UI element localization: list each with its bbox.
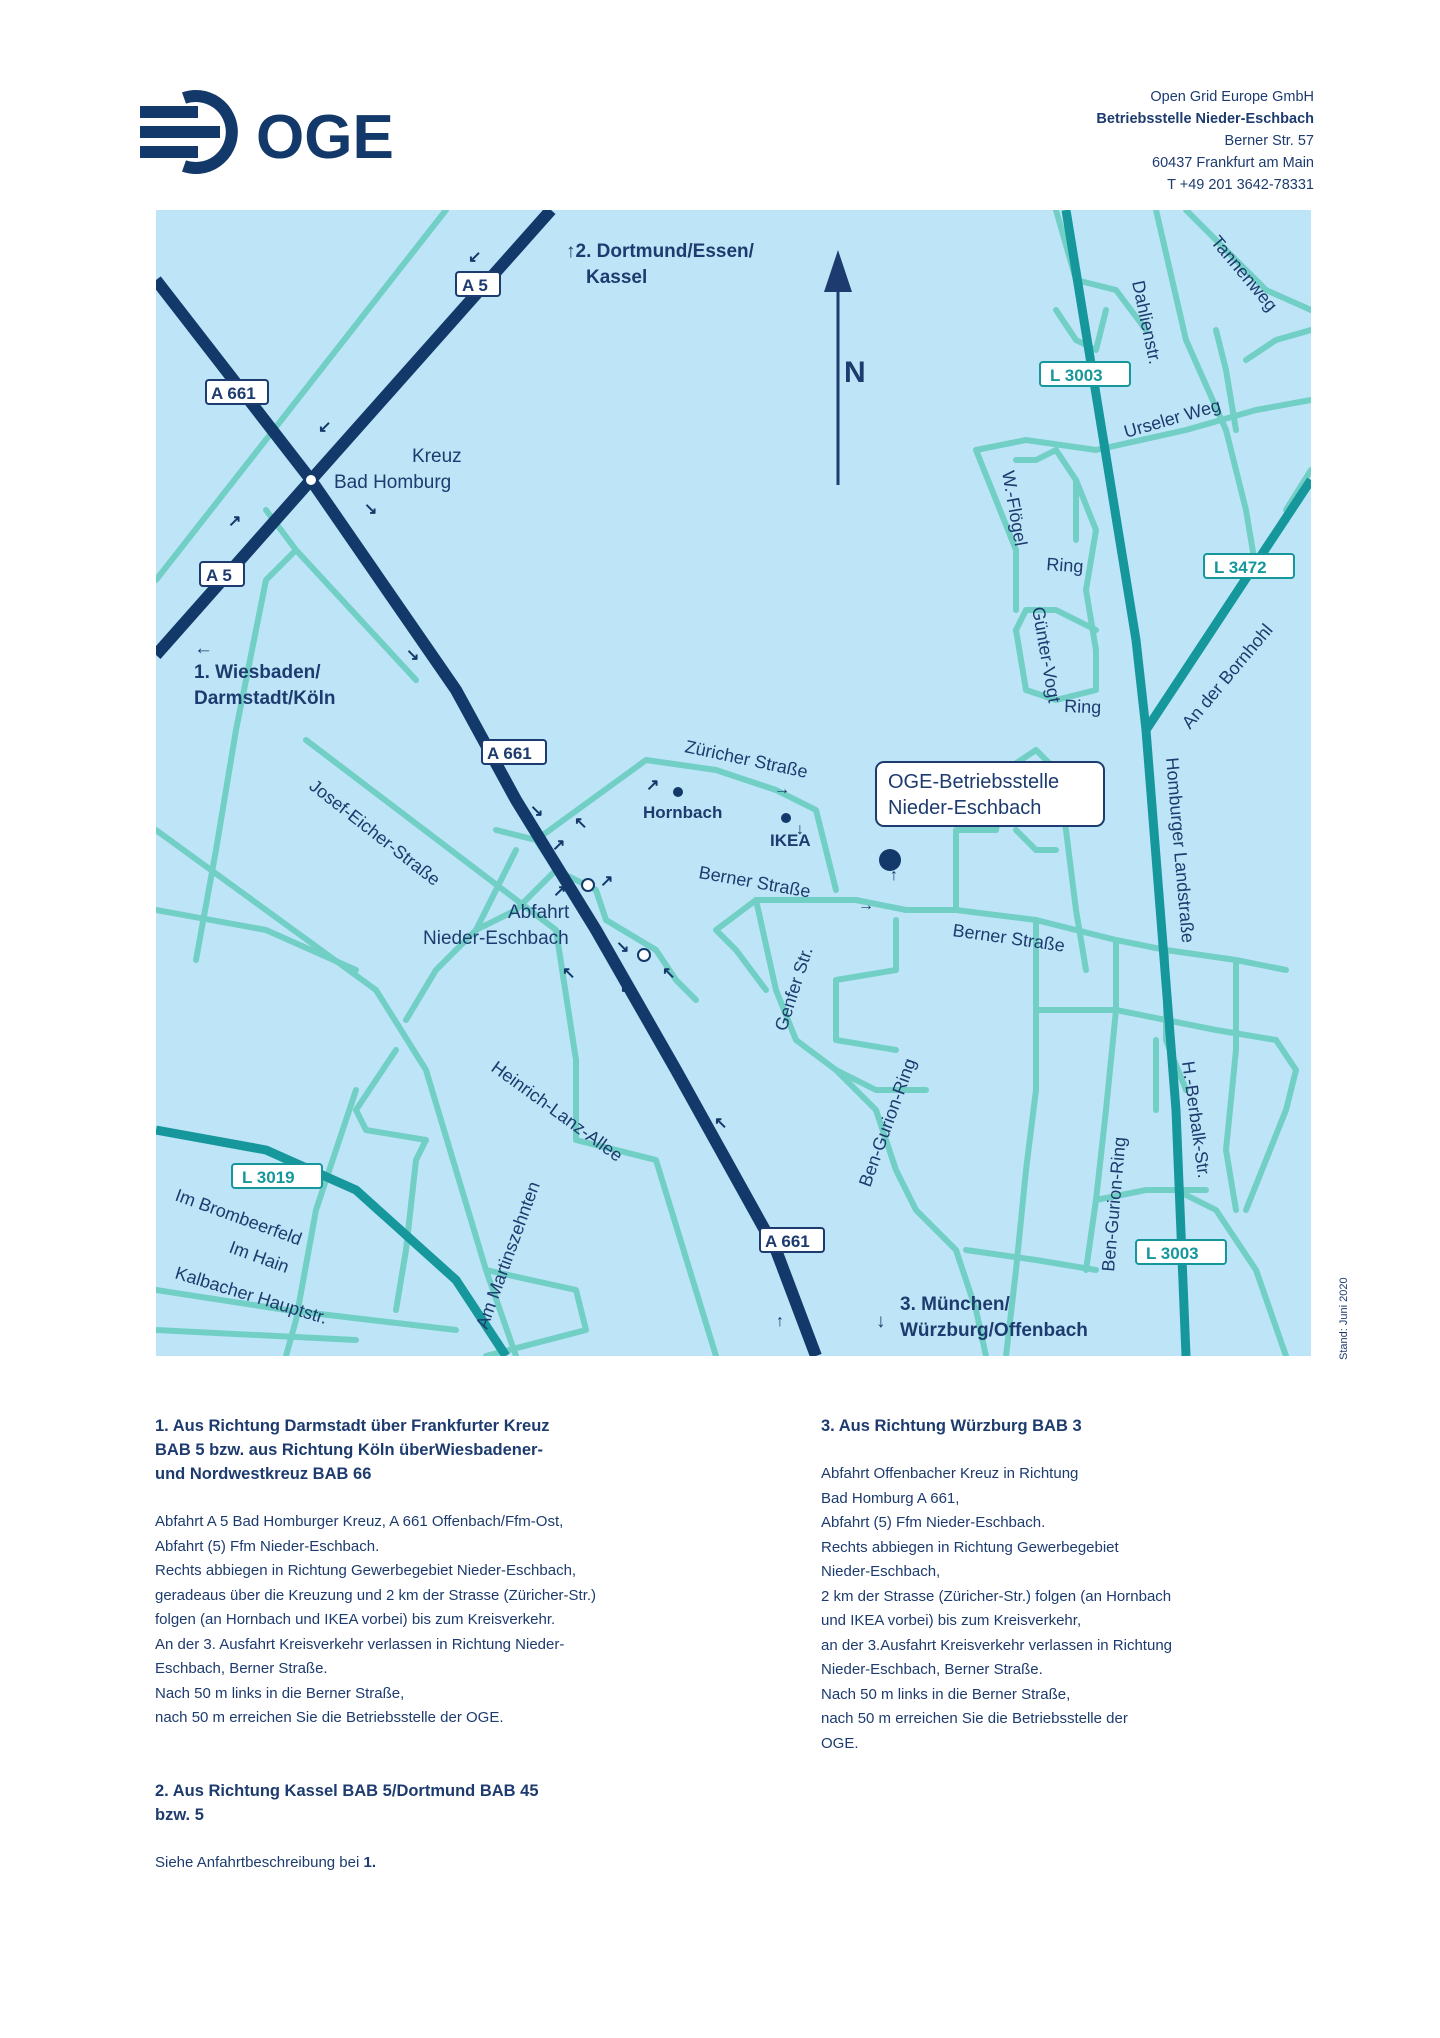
svg-text:↘: ↘ <box>530 803 543 820</box>
logo-symbol-icon <box>140 90 238 174</box>
state-road-label-l3472: L 3472 <box>1214 558 1267 577</box>
local-roads <box>156 210 1311 1356</box>
destination-wiesbaden-arrow: ← <box>194 638 213 659</box>
destination-muenchen-line1: 3. München/ <box>900 1294 1011 1315</box>
place-kreuz-line2: Bad Homburg <box>334 472 451 493</box>
company-name: Open Grid Europe GmbH <box>1150 89 1314 105</box>
svg-text:↓: ↓ <box>796 821 804 838</box>
oge-logo: OGE <box>140 90 394 174</box>
site-name: Betriebsstelle Nieder-Eschbach <box>1096 111 1314 127</box>
directions-1-body: Abfahrt A 5 Bad Homburger Kreuz, A 661 O… <box>155 1513 597 1726</box>
highway-labels: A 5 A 661 A 5 A 661 A 661 <box>199 271 825 1253</box>
logo-text: OGE <box>256 103 394 172</box>
highway-label-a5-west: A 5 <box>206 566 232 585</box>
state-road-l3472 <box>1142 477 1311 733</box>
destination-labels: ↑2. Dortmund/Essen/ Kassel ← 1. Wiesbade… <box>194 241 1088 1341</box>
directions-2-body: Siehe Anfahrtbeschreibung bei 1. <box>155 1851 675 1876</box>
svg-text:↗: ↗ <box>646 777 659 794</box>
highway-label-a5-north: A 5 <box>462 276 488 295</box>
svg-text:↗: ↗ <box>600 873 613 890</box>
poi-hornbach-marker <box>673 787 683 797</box>
svg-text:↙: ↙ <box>620 979 633 996</box>
poi-hornbach-label: Hornbach <box>643 803 722 822</box>
state-road-labels: L 3003 L 3472 L 3019 L 3003 <box>231 361 1295 1265</box>
svg-text:↘: ↘ <box>616 939 629 956</box>
svg-text:↘: ↘ <box>364 501 377 518</box>
destination-muenchen-line2: Würzburg/Offenbach <box>900 1320 1088 1341</box>
destination-wiesbaden-line2: Darmstadt/Köln <box>194 688 335 709</box>
svg-text:→: → <box>858 897 874 914</box>
svg-text:↑: ↑ <box>890 867 898 884</box>
state-road-label-l3003-north: L 3003 <box>1050 366 1103 385</box>
svg-text:→: → <box>774 781 790 798</box>
destination-muenchen-arrow-icon: ↓ <box>876 1311 886 1332</box>
direction-arrows: ↙ ↙ ↗ ↘ ↘ ↘ ↗ ↖ ↗ ↗ ↖ ↘ ↙ ↖ ↗ → ↓ → ↑ ↖ … <box>228 249 898 1330</box>
street-address: Berner Str. 57 <box>1224 133 1314 149</box>
city-address: 60437 Frankfurt am Main <box>1152 155 1314 171</box>
state-roads <box>156 210 1311 1356</box>
svg-text:↗: ↗ <box>228 513 241 530</box>
place-kreuz-line1: Kreuz <box>412 446 462 467</box>
north-arrow-icon <box>824 250 852 485</box>
directions-3-title: 3. Aus Richtung Würzburg BAB 3 <box>821 1417 1082 1435</box>
state-road-l3019 <box>156 1125 510 1356</box>
svg-text:↘: ↘ <box>406 647 419 664</box>
destination-dortmund-line2: Kassel <box>586 267 647 288</box>
oge-station-line2: Nieder-Eschbach <box>888 797 1041 819</box>
date-note: Stand: Juni 2020 <box>1338 1277 1350 1360</box>
place-abfahrt-line2: Nieder-Eschbach <box>423 928 569 949</box>
directions-right-column: 3. Aus Richtung Würzburg BAB 3 Abfahrt O… <box>821 1414 1341 1804</box>
svg-text:↖: ↖ <box>574 815 587 832</box>
highway-label-a661-middle: A 661 <box>487 744 532 763</box>
directions-1-title: 1. Aus Richtung Darmstadt über Frankfurt… <box>155 1417 550 1483</box>
highway-label-a661-north: A 661 <box>211 384 256 403</box>
place-abfahrt-line1: Abfahrt <box>508 902 570 923</box>
oge-station-callout <box>875 761 1105 827</box>
state-road-label-l3019: L 3019 <box>242 1168 295 1187</box>
poi-ikea-label: IKEA <box>770 831 811 850</box>
directions-2-title: 2. Aus Richtung Kassel BAB 5/Dortmund BA… <box>155 1781 539 1824</box>
svg-text:↖: ↖ <box>662 965 675 982</box>
destination-wiesbaden-line1: 1. Wiesbaden/ <box>194 662 321 683</box>
directions-left-column: 1. Aus Richtung Darmstadt über Frankfurt… <box>155 1414 675 1923</box>
phone-number: T +49 201 3642-78331 <box>1167 177 1314 193</box>
interchange-bad-homburg <box>304 473 318 487</box>
svg-text:↑: ↑ <box>776 1313 784 1330</box>
state-road-label-l3003-south: L 3003 <box>1146 1244 1199 1263</box>
directions-map: ↙ ↙ ↗ ↘ ↘ ↘ ↗ ↖ ↗ ↗ ↖ ↘ ↙ ↖ ↗ → ↓ → ↑ ↖ … <box>156 210 1311 1356</box>
highway-a661 <box>156 276 822 1356</box>
directions-2-body-text: Siehe Anfahrtbeschreibung bei <box>155 1853 364 1871</box>
directions-3-body: Abfahrt Offenbacher Kreuz in Richtung Ba… <box>821 1465 1173 1752</box>
svg-text:↙: ↙ <box>468 249 481 266</box>
svg-text:↖: ↖ <box>562 965 575 982</box>
destination-dortmund-line1: ↑2. Dortmund/Essen/ <box>566 241 755 262</box>
place-labels: Kreuz Bad Homburg Abfahrt Nieder-Eschbac… <box>334 446 570 949</box>
company-address: Open Grid Europe GmbH Betriebsstelle Nie… <box>1096 86 1314 196</box>
street-ring-1: Ring <box>1046 554 1084 577</box>
directions-2-ref: 1. <box>363 1853 376 1871</box>
north-label: N <box>844 356 866 389</box>
poi-ikea-marker <box>781 813 791 823</box>
interchange-nieder-eschbach-north <box>581 878 595 892</box>
street-ring-2: Ring <box>1064 696 1102 717</box>
svg-text:↗: ↗ <box>553 883 566 900</box>
oge-station-line1: OGE-Betriebsstelle <box>888 771 1059 793</box>
highway-label-a661-south: A 661 <box>765 1232 810 1251</box>
interchange-nieder-eschbach-south <box>637 948 651 962</box>
svg-text:↗: ↗ <box>552 837 565 854</box>
svg-text:↖: ↖ <box>714 1115 727 1132</box>
oge-station-marker <box>879 849 901 871</box>
svg-text:↙: ↙ <box>318 419 331 436</box>
